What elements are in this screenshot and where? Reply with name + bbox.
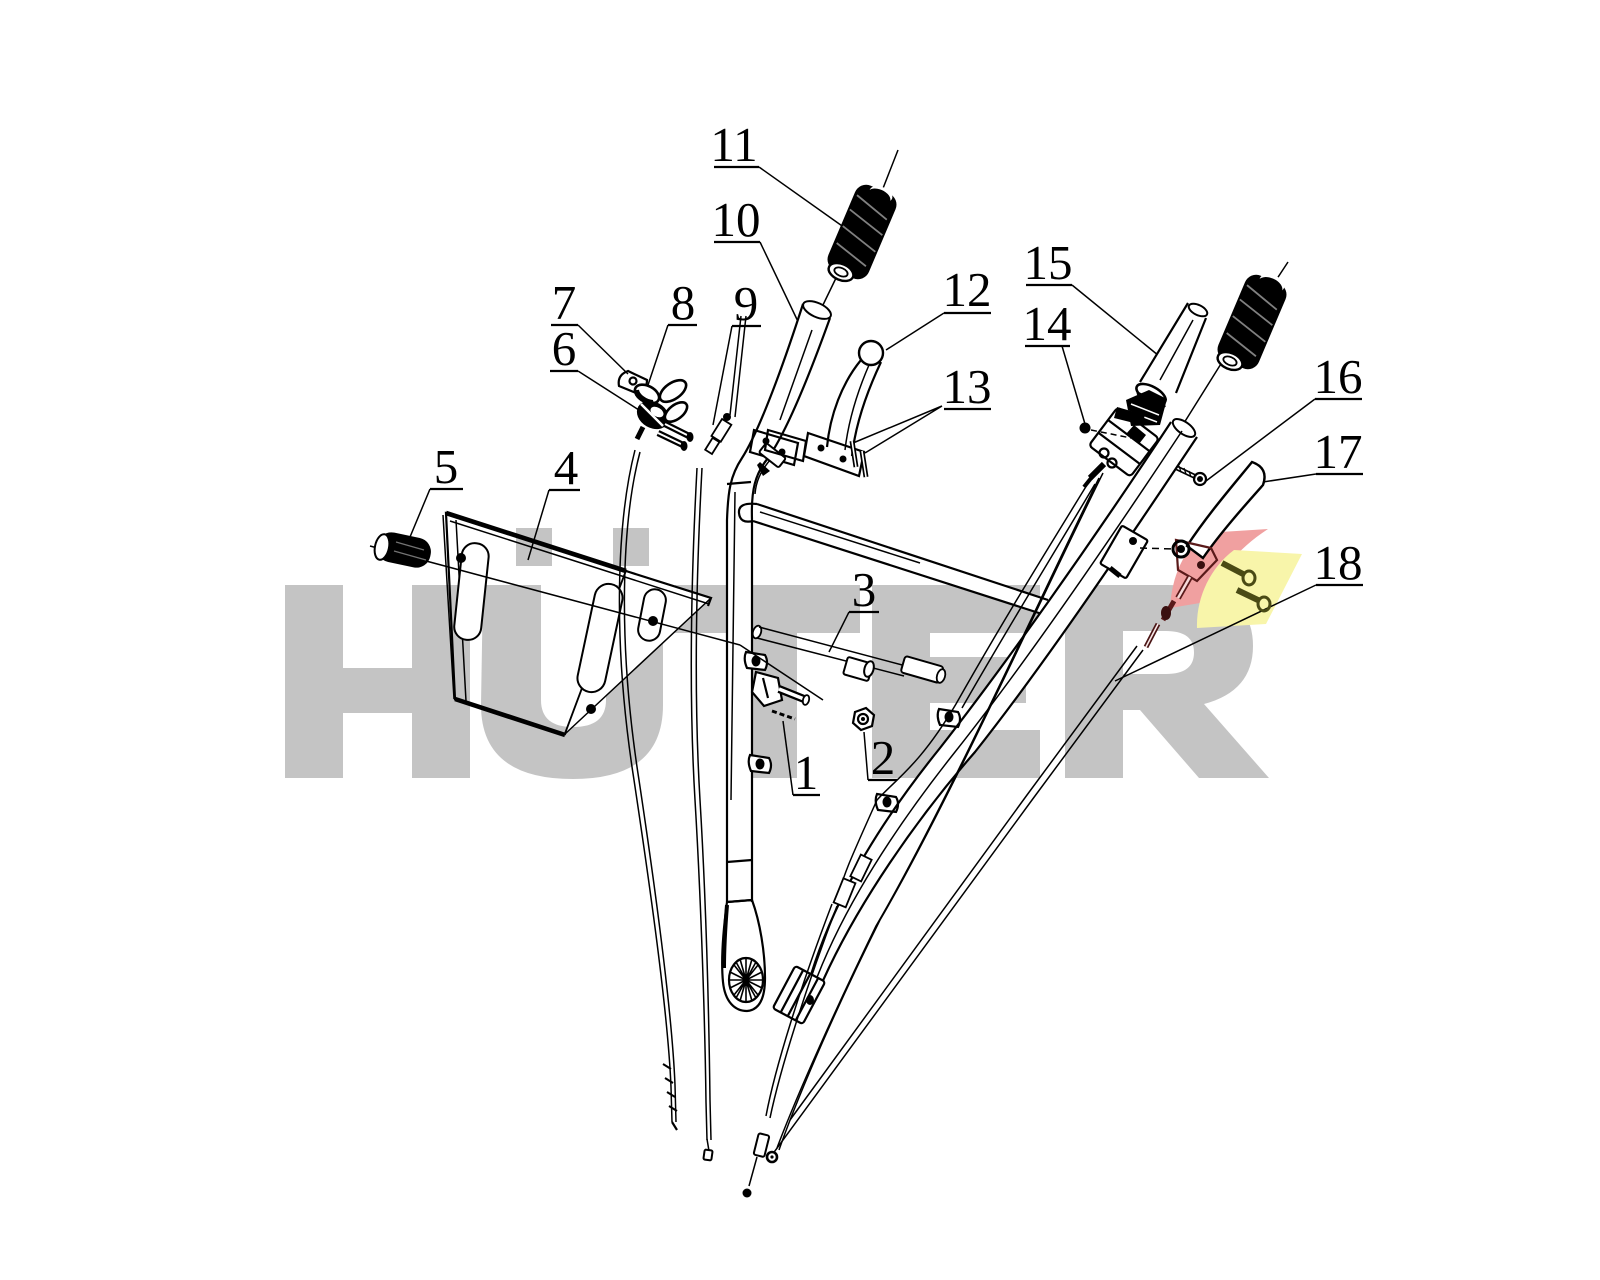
svg-text:6: 6 xyxy=(552,321,577,376)
svg-text:1: 1 xyxy=(794,745,819,800)
svg-text:4: 4 xyxy=(554,440,579,495)
svg-text:5: 5 xyxy=(434,439,459,494)
svg-text:14: 14 xyxy=(1023,296,1072,351)
svg-text:8: 8 xyxy=(671,275,696,330)
svg-text:15: 15 xyxy=(1024,235,1073,290)
svg-text:13: 13 xyxy=(943,359,992,414)
svg-text:17: 17 xyxy=(1314,424,1363,479)
svg-text:2: 2 xyxy=(871,730,896,785)
svg-text:3: 3 xyxy=(852,562,877,617)
svg-text:18: 18 xyxy=(1314,535,1363,590)
svg-text:12: 12 xyxy=(943,262,992,317)
svg-text:16: 16 xyxy=(1314,349,1363,404)
svg-text:7: 7 xyxy=(552,275,577,330)
svg-text:10: 10 xyxy=(712,192,761,247)
svg-text:11: 11 xyxy=(710,117,757,172)
